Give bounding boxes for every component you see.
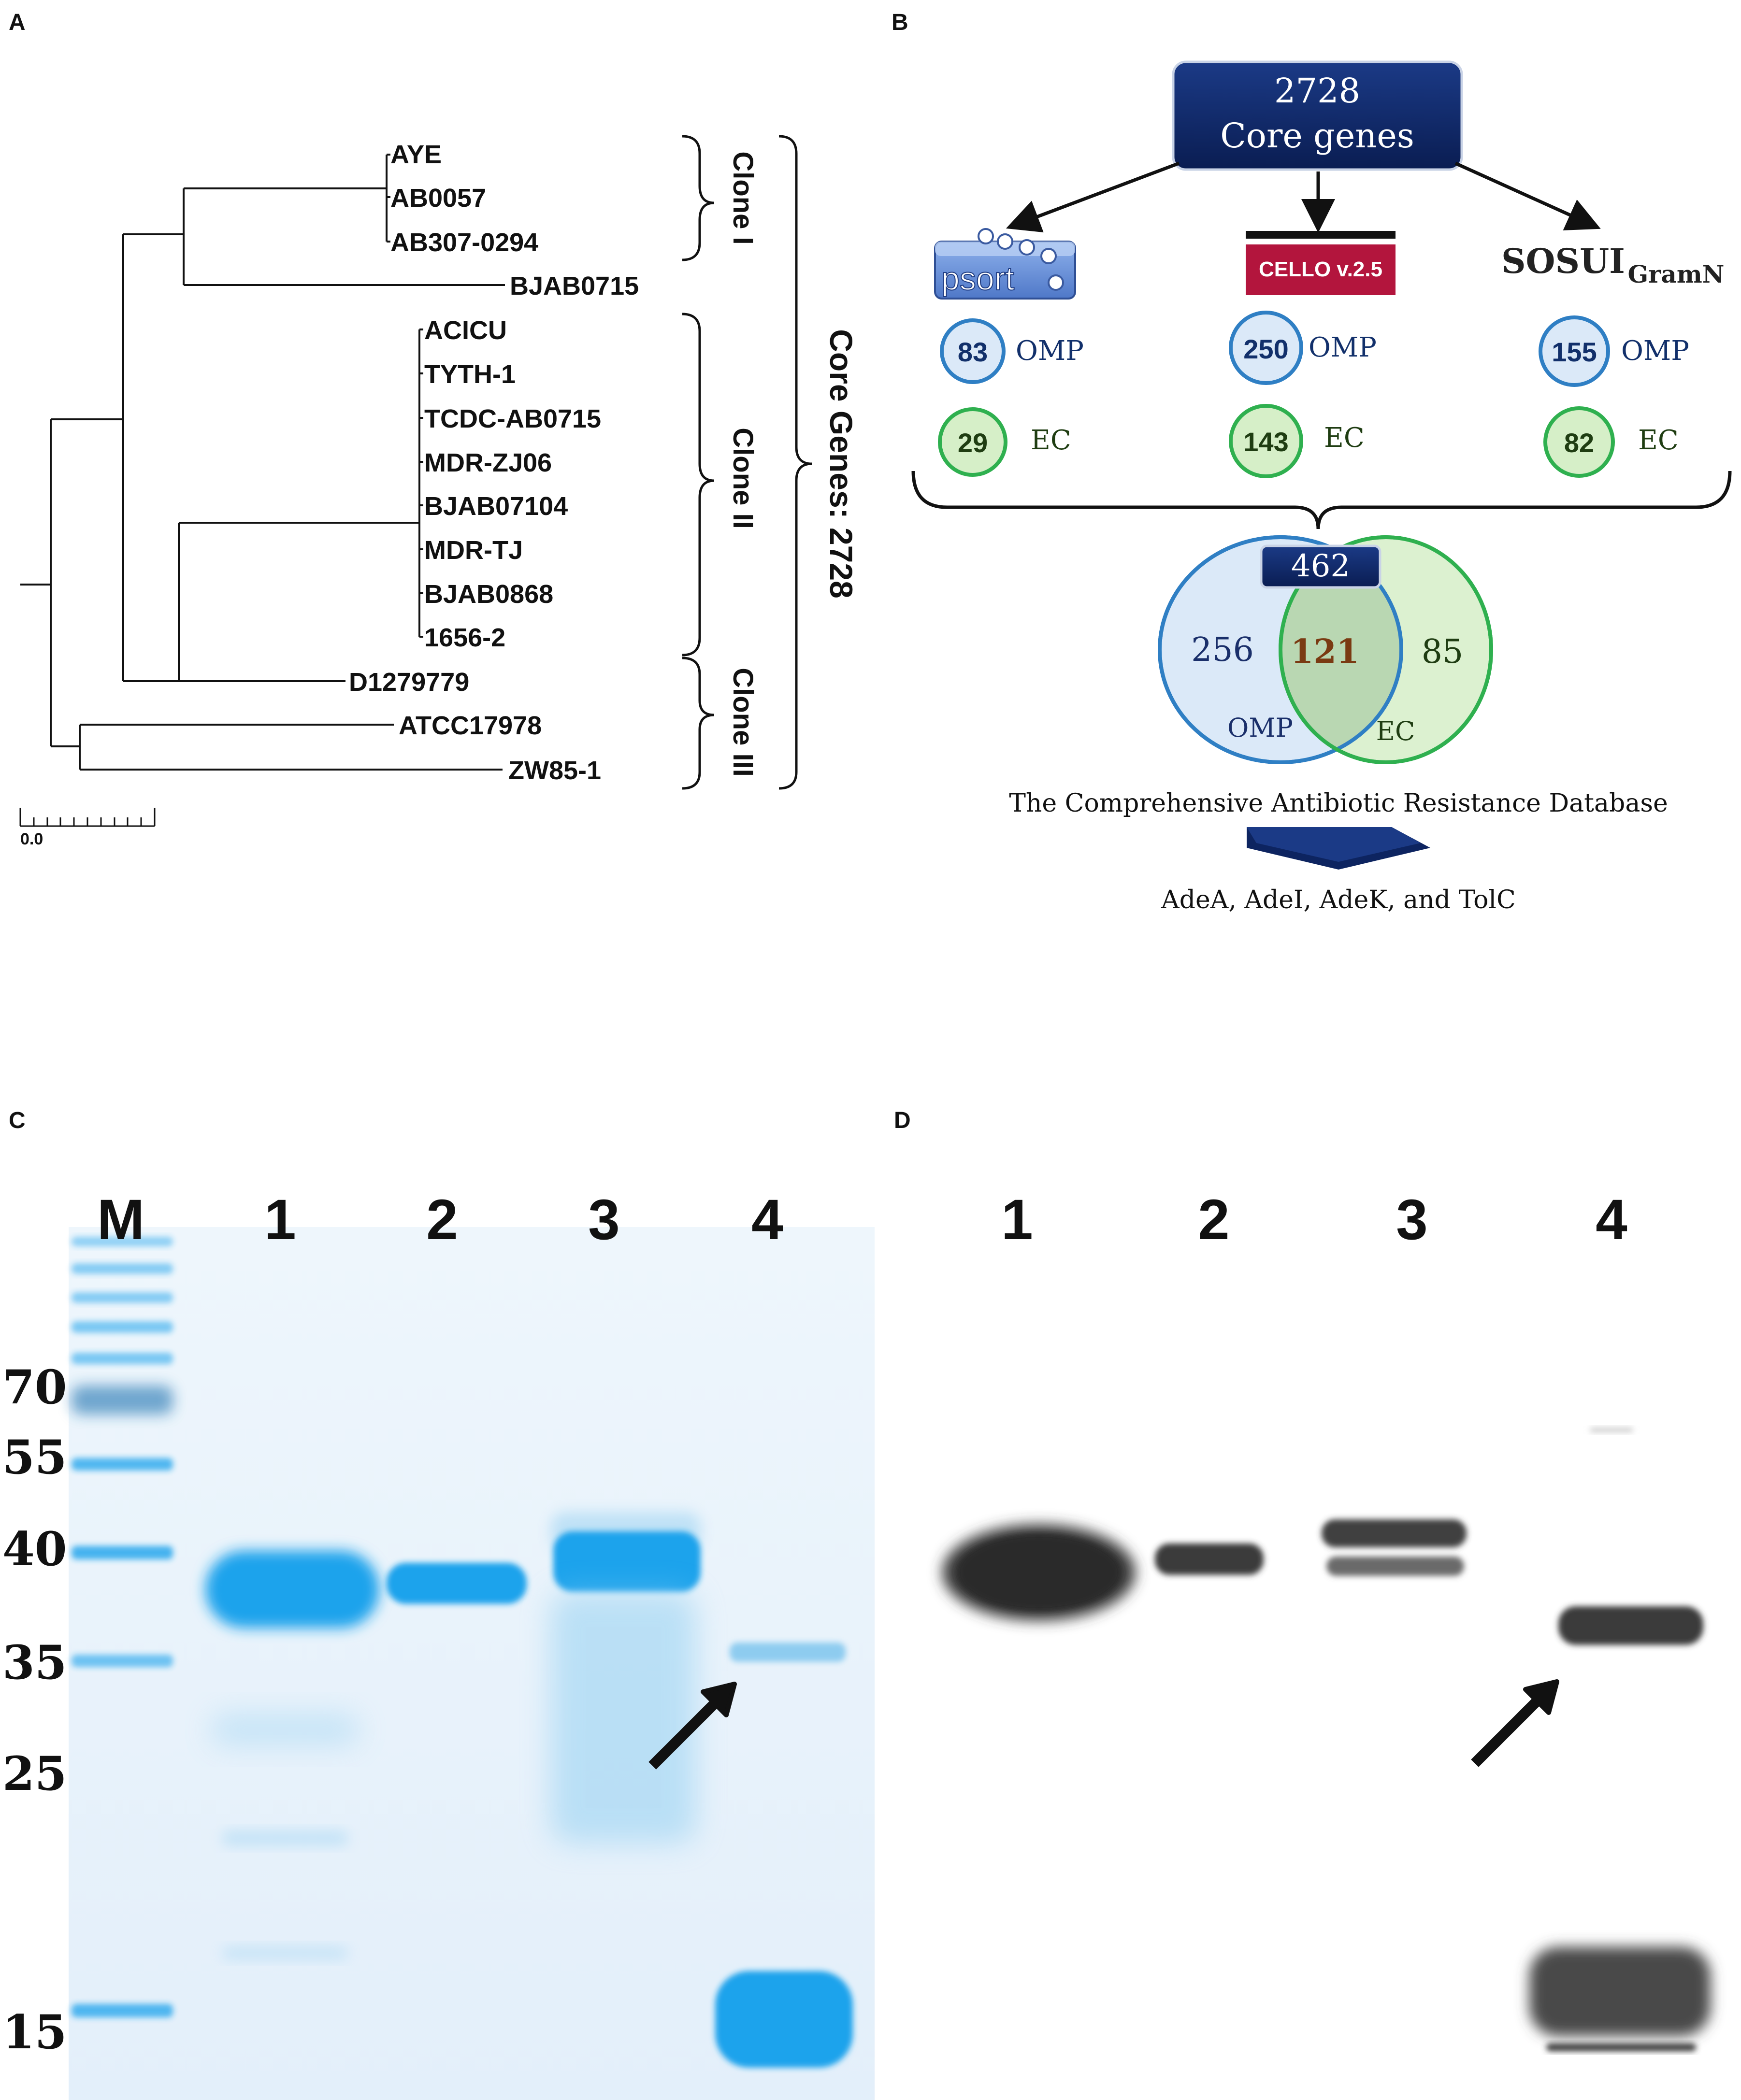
leaf-label: TCDC-AB0715 (424, 404, 601, 433)
omp-label: OMP (1016, 335, 1084, 367)
merge-brace (911, 471, 1732, 529)
lane-label-3: 3 (1396, 1188, 1428, 1252)
gel-c-lanes: M 1 2 3 4 (97, 1188, 783, 1252)
blot-d (908, 1237, 1741, 2100)
scale-bar (19, 808, 156, 827)
psort-name: psort (941, 260, 1014, 297)
ec-counts: 29 EC 143 EC 82 EC (938, 404, 1679, 478)
panel-label-a: A (9, 10, 26, 35)
lane-label-2: 2 (1198, 1188, 1230, 1252)
sosui-ec-count: 82 (1564, 428, 1594, 458)
down-arrow-icon (1247, 827, 1430, 870)
database-label: The Comprehensive Antibiotic Resistance … (1009, 789, 1668, 818)
lane-label-2: 2 (426, 1188, 458, 1252)
mw-40: 40 (2, 1522, 67, 1576)
tree-leaves: AYE AB0057 AB307-0294 BJAB0715 ACICU TYT… (349, 140, 639, 785)
venn-ec-label: EC (1376, 716, 1415, 746)
panel-label-c: C (9, 1108, 26, 1133)
cello-name: CELLO v.2.5 (1259, 257, 1382, 281)
cello-ec-count: 143 (1243, 427, 1288, 457)
ec-label: EC (1324, 422, 1365, 454)
venn-omp-label: OMP (1227, 713, 1293, 743)
leaf-label: MDR-ZJ06 (424, 448, 552, 477)
leaf-label: TYTH-1 (424, 360, 516, 389)
leaf-label: MDR-TJ (424, 536, 523, 565)
phylogenetic-tree (20, 154, 505, 771)
leaf-label: 1656-2 (424, 623, 505, 652)
leaf-label: AYE (390, 140, 442, 169)
core-count: 2728 (1274, 71, 1360, 111)
leaf-label: BJAB0715 (510, 271, 639, 300)
lane-label-3: 3 (588, 1188, 620, 1252)
lane-label-1: 1 (1001, 1188, 1033, 1252)
psort-logo: psort (934, 228, 1076, 300)
venn-diagram: 462 256 121 85 OMP EC (1158, 535, 1493, 764)
core-label: Core genes (1220, 116, 1414, 156)
mw-25: 25 (2, 1746, 67, 1801)
venn-omp-only: 256 (1191, 631, 1254, 669)
leaf-label: ACICU (424, 316, 507, 345)
omp-label: OMP (1621, 335, 1689, 367)
leaf-label: AB307-0294 (390, 228, 538, 257)
cello-omp-count: 250 (1243, 334, 1288, 364)
lane-label-1: 1 (264, 1188, 296, 1252)
clone-label-3: Clone III (727, 668, 759, 777)
flow-arrows (1006, 161, 1601, 233)
sosui-logo: SOSUI GramN (1501, 241, 1725, 288)
core-genes-label: Core Genes: 2728 (823, 329, 859, 599)
lane-label-4: 4 (1596, 1188, 1627, 1252)
venn-overlap: 121 (1291, 632, 1359, 671)
cello-logo: CELLO v.2.5 (1246, 231, 1396, 295)
venn-total: 462 (1291, 548, 1350, 584)
svg-text:SOSUI GramN: SOSUI GramN (1501, 241, 1725, 288)
mw-55: 55 (2, 1430, 67, 1485)
ec-label: EC (1031, 425, 1071, 456)
blot-d-lanes: 1 2 3 4 (1001, 1188, 1627, 1252)
band-arrow-icon (1471, 1679, 1559, 1767)
mw-35: 35 (2, 1635, 67, 1690)
clone-label-2: Clone II (727, 428, 759, 529)
core-genes-box: 2728 Core genes (1172, 60, 1463, 171)
psort-ec-count: 29 (958, 428, 988, 458)
lane-label-4: 4 (751, 1188, 783, 1252)
clone-label-1: Clone I (727, 151, 759, 244)
band-arrow-icon (648, 1682, 737, 1770)
omp-counts: 83 OMP 250 OMP 155 OMP (940, 311, 1689, 387)
venn-ec-only: 85 (1422, 633, 1464, 671)
leaf-label: ATCC17978 (399, 711, 542, 740)
gel-c (69, 1227, 875, 2100)
clone-braces (682, 135, 812, 790)
panel-label-b: B (892, 10, 908, 35)
leaf-label: ZW85-1 (508, 756, 601, 785)
mw-15: 15 (2, 2005, 67, 2059)
ec-label: EC (1638, 425, 1679, 456)
sosui-subscript: GramN (1627, 260, 1724, 288)
leaf-label: AB0057 (390, 184, 486, 213)
result-label: AdeA, AdeI, AdeK, and TolC (1161, 886, 1516, 914)
leaf-label: D1279779 (349, 668, 469, 697)
leaf-label: BJAB0868 (424, 580, 553, 609)
psort-omp-count: 83 (958, 337, 988, 367)
mw-70: 70 (2, 1360, 67, 1414)
mw-markers: 70 55 40 35 25 15 (2, 1360, 67, 2059)
leaf-label: BJAB07104 (424, 492, 568, 521)
lane-label-m: M (97, 1188, 144, 1252)
omp-label: OMP (1309, 332, 1377, 363)
panel-label-d: D (894, 1108, 911, 1133)
scale-label: 0.0 (20, 830, 43, 848)
sosui-omp-count: 155 (1552, 337, 1597, 367)
sosui-name: SOSUI (1501, 241, 1625, 281)
